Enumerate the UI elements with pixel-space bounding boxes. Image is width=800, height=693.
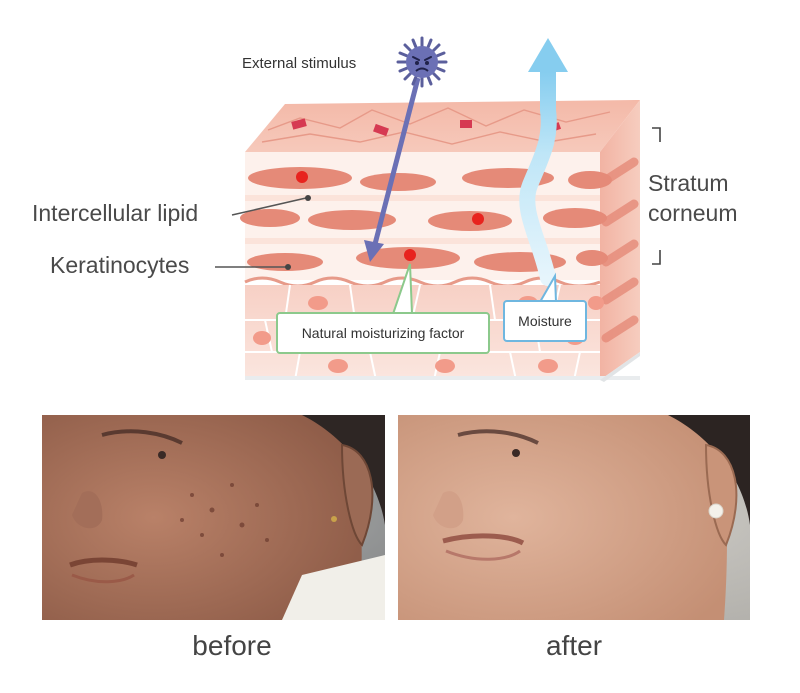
keratinocyte-cell bbox=[428, 211, 512, 231]
after-photo bbox=[398, 415, 750, 620]
nmf-dot bbox=[472, 213, 484, 225]
nucleus bbox=[588, 296, 604, 310]
skin-layer-diagram bbox=[215, 36, 661, 382]
top-red-spot bbox=[460, 120, 472, 128]
moisture-callout: Moisture bbox=[503, 300, 587, 342]
side-cells bbox=[601, 157, 639, 343]
nucleus bbox=[253, 331, 271, 345]
virus-icon bbox=[396, 36, 448, 88]
before-photo bbox=[42, 415, 385, 620]
moisture-arrow-head-icon bbox=[528, 38, 568, 72]
nucleus bbox=[308, 296, 328, 310]
keratinocyte-cell bbox=[360, 173, 436, 191]
nucleus bbox=[328, 359, 348, 373]
pearl-earring bbox=[708, 503, 724, 519]
after-caption: after bbox=[545, 630, 603, 661]
moisture-label: Moisture bbox=[518, 313, 572, 329]
stimulus-arrow bbox=[371, 77, 421, 249]
nmf-dot bbox=[296, 171, 308, 183]
keratinocyte-cell bbox=[576, 250, 608, 266]
nmf-callout: Natural moisturizing factor bbox=[276, 312, 490, 354]
keratinocyte-cell bbox=[247, 253, 323, 271]
external-stimulus-label: External stimulus bbox=[242, 55, 357, 72]
nmf-dot bbox=[404, 249, 416, 261]
stratum-corneum-label: Stratum corneum bbox=[648, 170, 738, 226]
keratinocyte-cell bbox=[568, 171, 612, 189]
keratinocyte-cell bbox=[308, 210, 396, 230]
keratinocyte-cell bbox=[240, 209, 300, 227]
top-red-spot bbox=[373, 123, 389, 137]
nucleus bbox=[538, 359, 558, 373]
stimulus-arrow-head-icon bbox=[364, 240, 384, 262]
intercellular-lipid-label: Intercellular lipid bbox=[32, 200, 199, 226]
nucleus bbox=[435, 359, 455, 373]
before-caption: before bbox=[192, 630, 272, 661]
diagram-side-face bbox=[600, 100, 640, 380]
lipid-leader-line bbox=[231, 197, 307, 216]
moisture-flow bbox=[519, 64, 557, 286]
keratinocytes-label: Keratinocytes bbox=[50, 252, 190, 278]
stratum-bracket bbox=[652, 127, 661, 265]
keratinocyte-cell bbox=[543, 208, 607, 228]
top-red-spot bbox=[291, 118, 307, 130]
nmf-label: Natural moisturizing factor bbox=[301, 325, 465, 341]
